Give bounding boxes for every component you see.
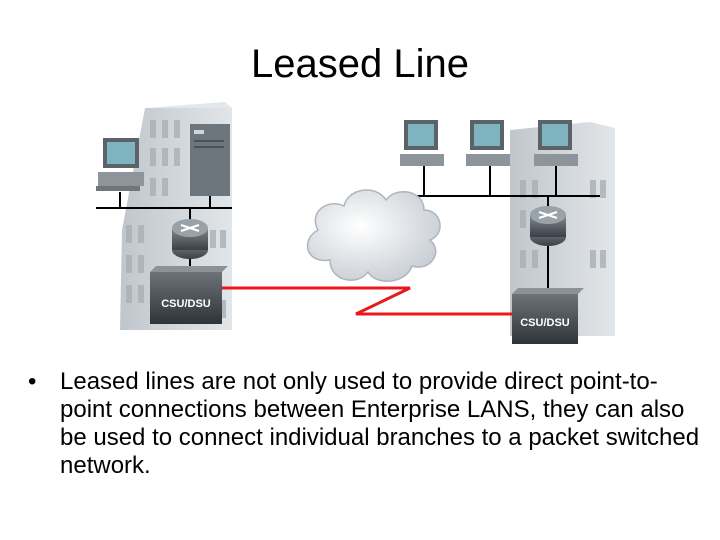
csu-dsu-left: CSU/DSU (150, 266, 228, 324)
csu-dsu-right-label: CSU/DSU (520, 317, 570, 329)
bullet-text: Leased lines are not only used to provid… (60, 368, 700, 479)
wan-cloud-icon (306, 189, 441, 282)
workstation-icon (466, 120, 510, 166)
server-icon (190, 124, 230, 196)
leased-line-diagram: CSU/DSU (96, 102, 615, 344)
csu-dsu-right: CSU/DSU (512, 288, 584, 344)
workstation-icon (534, 120, 578, 166)
workstation-icon (400, 120, 444, 166)
csu-dsu-left-label: CSU/DSU (161, 298, 211, 310)
leased-line-link (222, 286, 512, 316)
router-icon (530, 206, 566, 246)
router-icon (172, 219, 208, 259)
bullet-marker: • (28, 368, 37, 395)
workstation-icon (96, 138, 144, 191)
slide-title: Leased Line (251, 42, 469, 86)
